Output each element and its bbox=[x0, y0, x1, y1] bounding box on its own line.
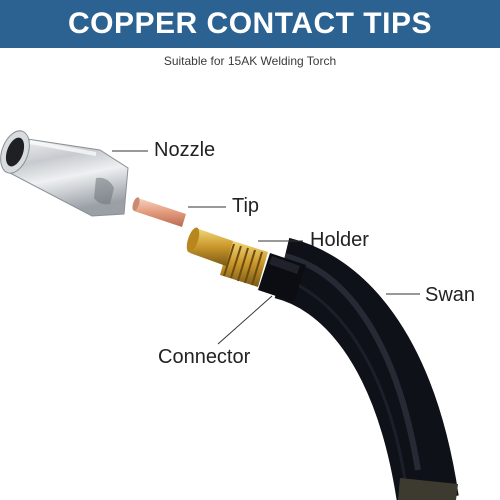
connector-label: Connector bbox=[158, 346, 251, 368]
leader-lines bbox=[112, 150, 420, 345]
rubber-collar bbox=[258, 253, 306, 302]
connector-leader-line bbox=[217, 295, 273, 345]
nozzle-label: Nozzle bbox=[154, 139, 216, 161]
header-banner: COPPER CONTACT TIPS bbox=[0, 0, 500, 48]
holder-label: Holder bbox=[310, 229, 369, 251]
page-title: COPPER CONTACT TIPS bbox=[68, 7, 432, 40]
tip-label: Tip bbox=[232, 195, 260, 217]
nozzle-part bbox=[0, 130, 129, 217]
holder-part bbox=[186, 227, 268, 287]
page-subtitle: Suitable for 15AK Welding Torch bbox=[163, 54, 337, 68]
swan-label: Swan bbox=[425, 284, 476, 306]
contact-tip bbox=[132, 197, 186, 227]
